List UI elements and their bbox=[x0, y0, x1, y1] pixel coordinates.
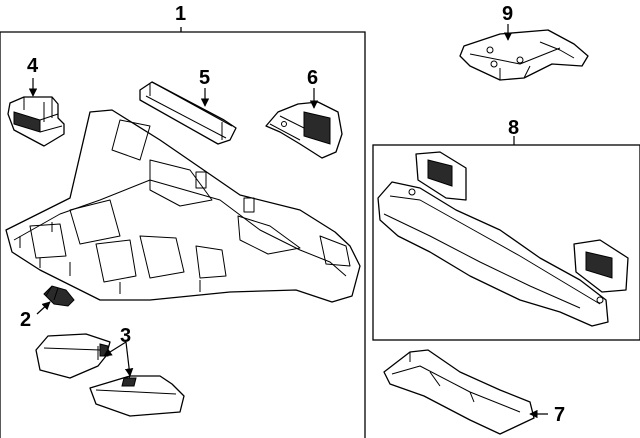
callout-4: 4 bbox=[27, 55, 39, 77]
part-8-console-bracket[interactable] bbox=[377, 151, 629, 327]
part-7-cover[interactable] bbox=[383, 349, 535, 435]
callout-7: 7 bbox=[554, 404, 565, 426]
part-3-lens-upper[interactable] bbox=[35, 333, 111, 379]
part-6-bracket-module[interactable] bbox=[265, 101, 343, 159]
callout-3: 3 bbox=[120, 325, 131, 347]
part-2-bulb[interactable] bbox=[43, 285, 75, 307]
part-9-mount-bracket[interactable] bbox=[459, 29, 589, 81]
callout-9: 9 bbox=[502, 3, 513, 25]
callout-labels: 1 2 3 4 5 6 7 8 9 bbox=[20, 3, 565, 426]
part-5-sensor-bar[interactable] bbox=[139, 81, 237, 145]
assembly-8-frame bbox=[372, 144, 640, 341]
part-3-lens-lower[interactable] bbox=[89, 375, 185, 417]
part-1-overhead-console[interactable] bbox=[5, 109, 361, 303]
part-4-switch[interactable] bbox=[7, 96, 65, 147]
assembly-1-frame bbox=[0, 27, 366, 438]
callout-6: 6 bbox=[307, 67, 318, 89]
callout-8: 8 bbox=[508, 117, 519, 139]
callout-1: 1 bbox=[175, 3, 186, 25]
callout-5: 5 bbox=[199, 67, 210, 89]
leader-lines bbox=[28, 24, 548, 419]
callout-2: 2 bbox=[20, 309, 31, 331]
